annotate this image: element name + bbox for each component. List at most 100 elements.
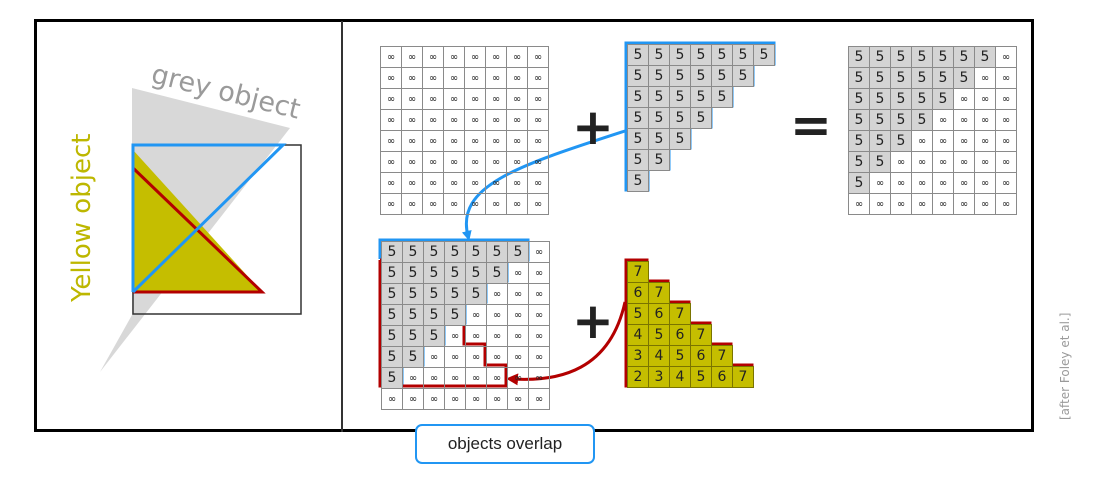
grid-cell: 7	[627, 261, 649, 283]
grid-cell: 5	[690, 65, 712, 87]
grid-cell: ∞	[423, 346, 445, 368]
grid-cell: ∞	[995, 46, 1017, 68]
grid-cell: ∞	[527, 46, 549, 68]
grid-cell: ∞	[974, 193, 996, 215]
grid-cell: 5	[507, 241, 529, 263]
grid-cell: ∞	[953, 193, 975, 215]
grid-cell: 5	[732, 44, 754, 66]
grid-cell: ∞	[464, 193, 486, 215]
grey-object-outline	[131, 143, 287, 294]
grid-cell: ∞	[890, 193, 912, 215]
grid-cell: 5	[711, 44, 733, 66]
grid-cell: ∞	[995, 130, 1017, 152]
grid-cell: ∞	[380, 172, 402, 194]
grid-cell: ∞	[995, 67, 1017, 89]
grid-cell: ∞	[464, 130, 486, 152]
grid-cell: ∞	[422, 130, 444, 152]
grid-cell: ∞	[932, 109, 954, 131]
grid-cell: ∞	[528, 262, 550, 284]
grid-cell: ∞	[506, 88, 528, 110]
grid-cell: ∞	[422, 88, 444, 110]
grid-cell: ∞	[444, 325, 466, 347]
grid-cell: 5	[627, 86, 649, 108]
arrow-yellow-to-buffer	[506, 301, 627, 386]
grid-cell: ∞	[527, 172, 549, 194]
grid-cell: ∞	[974, 67, 996, 89]
grid-cell: ∞	[932, 193, 954, 215]
grid-cell: ∞	[401, 67, 423, 89]
grid-cell: 5	[423, 262, 445, 284]
grid-cell: 5	[711, 65, 733, 87]
grid-cell: ∞	[485, 88, 507, 110]
grid-cell: ∞	[506, 172, 528, 194]
grid-cell: 6	[711, 366, 733, 388]
grid-cell: 5	[669, 44, 691, 66]
grid-cell: 5	[848, 88, 870, 110]
grid-cell: ∞	[528, 367, 550, 389]
grid-cell: 5	[465, 283, 487, 305]
grid-cell: ∞	[486, 346, 508, 368]
grid-cell: 5	[669, 345, 691, 367]
yellow-object-label: Yellow object	[67, 134, 97, 303]
grid-cell: ∞	[506, 109, 528, 131]
grid-cell: ∞	[527, 193, 549, 215]
grid-cell: ∞	[486, 325, 508, 347]
grid-cell: ∞	[932, 130, 954, 152]
grid-cell: 5	[869, 151, 891, 173]
grid-cell: 5	[627, 65, 649, 87]
grid-cell: ∞	[423, 367, 445, 389]
grid-cell: ∞	[911, 151, 933, 173]
grid-cell: 5	[869, 88, 891, 110]
grid-cell: ∞	[507, 325, 529, 347]
grid-cell: 5	[627, 149, 649, 171]
grid-cell: ∞	[485, 46, 507, 68]
grid-cell: 7	[648, 282, 670, 304]
plus-operator-top: +	[572, 98, 614, 156]
grid-cell: 5	[423, 283, 445, 305]
grid-cell: 5	[402, 325, 424, 347]
grid-cell: 5	[669, 65, 691, 87]
grid-cell: 5	[932, 88, 954, 110]
grid-cell: 5	[402, 262, 424, 284]
grid-cell: ∞	[485, 109, 507, 131]
grid-cell: 5	[869, 67, 891, 89]
grid-cell: ∞	[932, 151, 954, 173]
grid-cell: ∞	[932, 172, 954, 194]
grid-cell: ∞	[465, 325, 487, 347]
grid-cell: 5	[627, 107, 649, 129]
grid-cell: 5	[690, 86, 712, 108]
grid-cell: ∞	[402, 388, 424, 410]
grid-cell: ∞	[527, 109, 549, 131]
grid-cell: ∞	[528, 241, 550, 263]
grid-cell: 5	[465, 262, 487, 284]
grid-cell: ∞	[485, 151, 507, 173]
grid-cell: 5	[381, 346, 403, 368]
grid-cell: 5	[911, 67, 933, 89]
grid-cell: 5	[932, 67, 954, 89]
equals-operator: =	[790, 96, 832, 154]
grid-cell: ∞	[507, 388, 529, 410]
objects-overlap-callout: objects overlap	[415, 424, 595, 464]
grid-cell: 5	[627, 128, 649, 150]
arrow-grey-to-buffer	[461, 128, 629, 241]
grid-cell: ∞	[443, 88, 465, 110]
grid-cell: ∞	[422, 46, 444, 68]
grid-cell: 3	[648, 366, 670, 388]
yellow-object-outline	[131, 166, 266, 294]
grid-cell: 5	[669, 107, 691, 129]
grid-cell: ∞	[486, 304, 508, 326]
grid-cell: ∞	[464, 88, 486, 110]
grid-cell: 5	[732, 65, 754, 87]
grid-cell: 5	[753, 44, 775, 66]
credit-text: [after Foley et al.]	[1058, 312, 1072, 420]
grid-cell: ∞	[974, 130, 996, 152]
grid-cell: ∞	[974, 109, 996, 131]
grid-cell: ∞	[995, 193, 1017, 215]
grid-cell: ∞	[995, 88, 1017, 110]
grid-cell: 5	[444, 283, 466, 305]
grid-cell: ∞	[953, 151, 975, 173]
grid-cell: 5	[648, 65, 670, 87]
grid-cell: ∞	[869, 193, 891, 215]
grid-cell: 5	[648, 107, 670, 129]
